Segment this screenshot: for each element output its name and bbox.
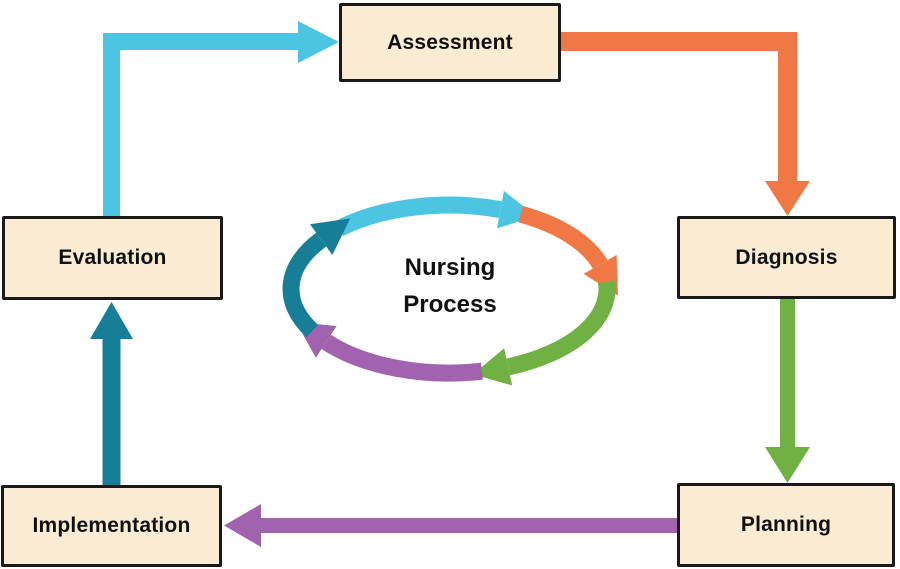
cycle-arc-1	[335, 190, 536, 237]
node-assessment-label: Assessment	[387, 30, 513, 54]
connector-assessment-to-diagnosis-arrow	[561, 32, 810, 216]
diagram-title-line2: Process	[403, 291, 497, 318]
connector-evaluation-to-assessment-arrow	[103, 21, 339, 216]
cycle-arc-4	[296, 322, 483, 382]
node-planning: Planning	[677, 483, 895, 567]
node-evaluation: Evaluation	[2, 216, 223, 300]
node-implementation: Implementation	[1, 485, 222, 567]
connector-diagnosis-to-planning-arrow	[765, 299, 810, 483]
node-diagnosis: Diagnosis	[677, 216, 896, 299]
node-diagnosis-label: Diagnosis	[735, 245, 838, 269]
node-planning-label: Planning	[740, 513, 832, 536]
node-evaluation-label: Evaluation	[58, 246, 167, 269]
node-assessment: Assessment	[339, 3, 561, 82]
cycle-arc-5	[282, 218, 351, 338]
connector-planning-to-implementation-arrow	[224, 504, 677, 547]
connector-implementation-to-evaluation-arrow	[90, 302, 133, 485]
diagram-title-line1: Nursing	[404, 254, 496, 281]
node-implementation-label: Implementation	[32, 514, 191, 537]
cycle-arc-3	[473, 280, 616, 386]
diagram-title: Nursing Process	[340, 249, 560, 323]
